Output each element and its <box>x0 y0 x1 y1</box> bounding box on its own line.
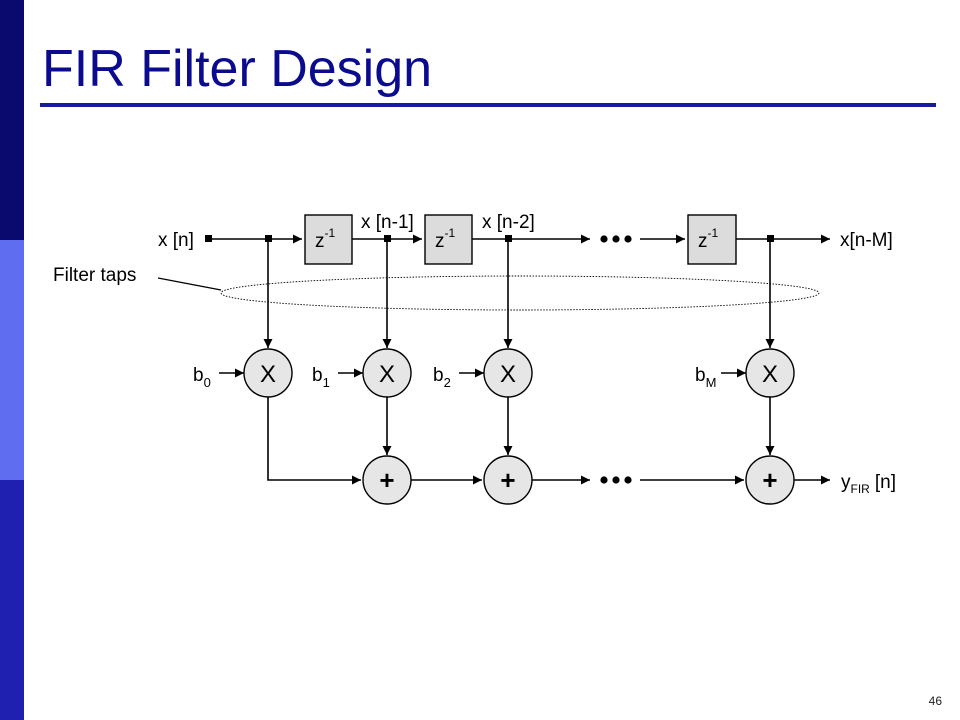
filter-taps-ellipse <box>220 275 820 311</box>
page-number: 46 <box>928 694 942 708</box>
adder-2-symbol: + <box>500 465 515 495</box>
sum-wires <box>267 397 830 485</box>
coefficient-b2: b2 <box>433 365 451 390</box>
adder-2-shape <box>483 455 533 505</box>
page-title: FIR Filter Design <box>42 40 433 98</box>
multiplier-2: X <box>483 348 533 398</box>
sum-ellipsis <box>600 476 632 484</box>
delay-box-2-label: z-1 <box>435 226 455 252</box>
ellipsis-dot <box>612 235 620 243</box>
delay-box-1-shape <box>304 214 353 265</box>
multiplier-0: X <box>243 348 293 398</box>
filter-taps-label: Filter taps <box>53 265 136 286</box>
wire-mult0-to-adder1 <box>267 397 361 485</box>
tap-wires <box>263 239 775 348</box>
sidebar-segment-light <box>0 240 24 480</box>
tap-label-n-2: x [n-2] <box>482 212 535 233</box>
slide-sidebar <box>0 0 24 720</box>
delay-box-2: z-1 <box>424 214 473 265</box>
adder-1: + <box>362 455 412 505</box>
multiplier-0-symbol: X <box>260 361 276 388</box>
sidebar-segment-mid <box>0 480 24 720</box>
adder-m-shape <box>745 455 795 505</box>
tap-node-m <box>767 235 774 242</box>
ellipsis-dot <box>600 476 608 484</box>
multiplier-m-symbol: X <box>762 361 778 388</box>
tap-node-0 <box>265 235 272 242</box>
ellipsis-dot <box>600 235 608 243</box>
adder-m: + <box>745 455 795 505</box>
tap-node-2 <box>505 235 512 242</box>
ellipsis-dot <box>624 235 632 243</box>
sidebar-segment-dark <box>0 0 24 240</box>
fir-output-label: yFIR[n] <box>841 472 896 496</box>
delay-box-m: z-1 <box>687 214 737 265</box>
delay-box-1-label: z-1 <box>315 226 335 252</box>
multiplier-1: X <box>362 348 412 398</box>
title-underline <box>40 103 936 107</box>
adder-1-symbol: + <box>379 465 394 495</box>
tap-label-n-1: x [n-1] <box>361 212 414 233</box>
adder-1-shape <box>362 455 412 505</box>
tap-node-1 <box>384 235 391 242</box>
delay-ellipsis <box>600 235 632 243</box>
ellipsis-dot <box>624 476 632 484</box>
delay-box-1: z-1 <box>304 214 353 265</box>
input-label: x [n] <box>158 230 194 251</box>
delay-box-m-label: z-1 <box>698 226 718 252</box>
coefficient-bm: bM <box>695 365 716 390</box>
adder-m-symbol: + <box>762 465 777 495</box>
filter-taps-pointer <box>157 277 222 291</box>
multiplier-1-symbol: X <box>379 361 395 388</box>
coefficient-b1: b1 <box>312 365 330 390</box>
output-label: x[n-M] <box>840 230 893 251</box>
delay-line-nodes <box>205 235 774 242</box>
ellipsis-dot <box>612 476 620 484</box>
adder-2: + <box>483 455 533 505</box>
delay-box-m-shape <box>687 214 737 265</box>
delay-box-2-shape <box>424 214 473 265</box>
coefficient-b0: b0 <box>193 365 211 390</box>
input-node <box>205 235 212 242</box>
multiplier-m: X <box>745 348 795 398</box>
multiplier-2-symbol: X <box>500 361 516 388</box>
